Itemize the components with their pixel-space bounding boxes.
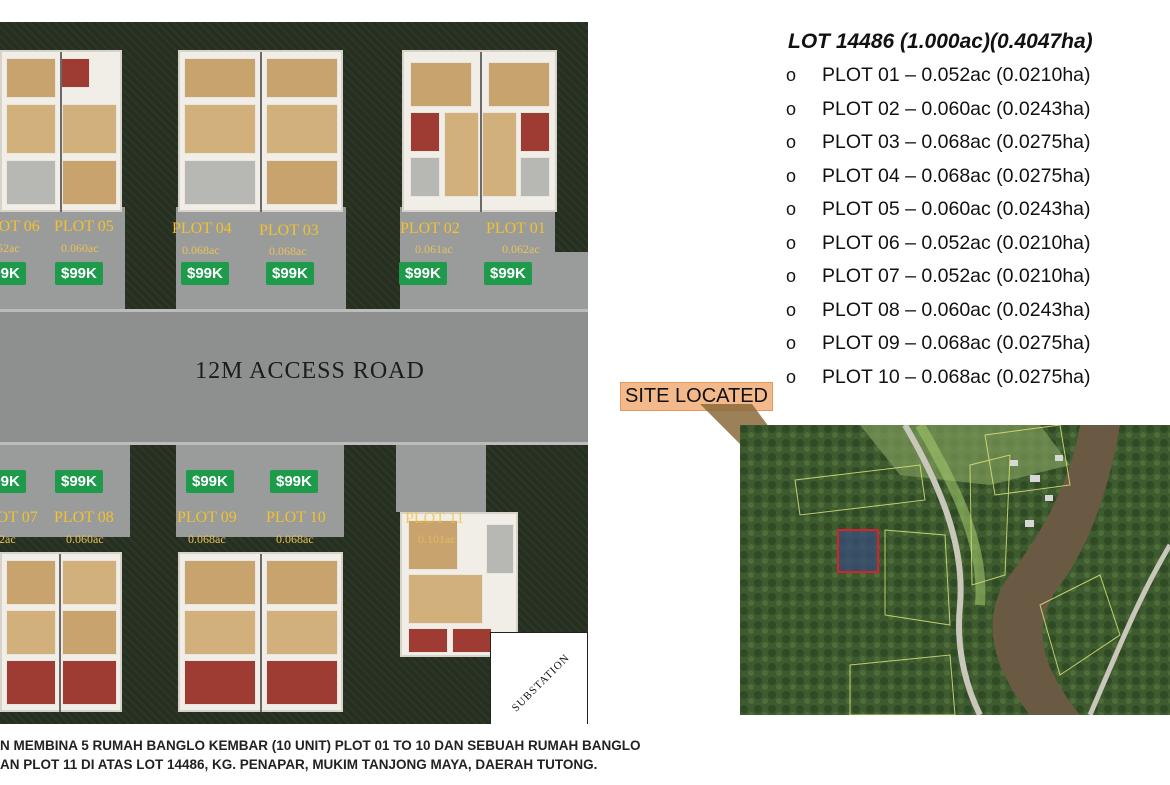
buildings [1010,455,1063,527]
driveway-top-left [0,207,125,312]
plot-01-area: 0.062ac [502,242,540,256]
plot-05-area: 0.060ac [61,241,99,255]
plot-04-area: 0.068ac [182,243,220,257]
house-plot-04-03 [178,50,343,212]
plot-list-text: PLOT 10 – 0.068ac (0.0275ha) [822,365,1091,388]
plot-02-area: 0.061ac [415,242,453,256]
plot-list-text: PLOT 05 – 0.060ac (0.0243ha) [822,198,1091,220]
main-road [902,425,983,715]
plot-01-name: PLOT 01 [486,220,546,237]
substation-label: SUBSTATION [509,651,573,715]
house-plot-09-10 [178,552,343,712]
driveway-bottom-right [396,442,486,512]
plot-02-price: $99K [399,262,447,285]
site-plan: 12M ACCESS ROAD [0,22,588,724]
plot-04-price: $99K [181,262,229,285]
plot-list-item: o PLOT 07 – 0.052ac (0.0210ha) [786,263,1091,297]
bullet-icon: o [786,266,797,286]
plot-06-price: $99K [0,262,26,285]
plot-09-area: 0.068ac [188,532,226,546]
site-located-label: SITE LOCATED [620,382,773,411]
bullet-icon: o [786,98,797,119]
river [992,425,1120,715]
plot-list-text: PLOT 03 – 0.068ac (0.0275ha) [822,131,1091,153]
plot-list-item: o PLOT 10 – 0.068ac (0.0275ha) [786,364,1091,398]
plot-09-name: PLOT 09 [177,509,237,526]
bullet-icon: o [786,232,797,253]
house-plot-07-08 [0,552,122,712]
house-plot-06-05 [0,50,122,212]
plot-list-text: PLOT 04 – 0.068ac (0.0275ha) [822,164,1091,187]
plot-03-area: 0.068ac [269,244,307,258]
plot-03-name: PLOT 03 [259,222,319,239]
lot-title: LOT 14486 (1.000ac)(0.4047ha) [788,30,1093,53]
plot-10-area: 0.068ac [276,532,314,546]
plot-06-area: 0.052ac [0,241,20,255]
plot-03-price: $99K [266,262,314,285]
bullet-icon: o [786,165,797,186]
plot-04-name: PLOT 04 [172,220,232,237]
caption-line-1: N MEMBINA 5 RUMAH BANGLO KEMBAR (10 UNIT… [0,738,641,753]
plot-08-price: $99K [55,470,103,493]
bullet-icon: o [786,299,797,320]
house-plot-02-01 [402,50,557,212]
plot-07-name: PLOT 07 [0,509,38,526]
plot-list-item: o PLOT 08 – 0.060ac (0.0243ha) [786,297,1091,331]
plot-list-item: o PLOT 06 – 0.052ac (0.0210ha) [786,230,1091,264]
access-road [0,312,588,442]
plot-08-area: 0.060ac [66,532,104,546]
plot-07-area: 0.052ac [0,532,16,546]
bullet-icon: o [786,333,797,353]
plot-list-item: o PLOT 03 – 0.068ac (0.0275ha) [786,129,1091,163]
bullet-icon: o [786,65,797,85]
caption-line-2: AN PLOT 11 DI ATAS LOT 14486, KG. PENAPA… [0,757,598,772]
plot-list-item: o PLOT 09 – 0.068ac (0.0275ha) [786,330,1091,364]
driveway-top-mid [176,207,346,312]
side-road [1087,543,1170,715]
road-curb-top [0,309,588,313]
aerial-map [740,425,1170,715]
plot-11-area: 0.101ac [418,532,456,546]
plot-list-text: PLOT 08 – 0.060ac (0.0243ha) [822,298,1091,321]
plot-list-text: PLOT 06 – 0.052ac (0.0210ha) [822,231,1091,254]
plot-list-item: o PLOT 02 – 0.060ac (0.0243ha) [786,96,1091,130]
plot-11-name: PLOT 11 [405,510,465,527]
plot-02-name: PLOT 02 [400,220,460,237]
plot-10-price: $99K [270,470,318,493]
lot-boundaries [794,425,1121,715]
plot-06-name: PLOT 06 [0,218,40,235]
plot-list-item: o PLOT 05 – 0.060ac (0.0243ha) [786,196,1091,230]
road-label: 12M ACCESS ROAD [195,358,425,384]
plot-05-price: $99K [55,262,103,285]
site-marker [837,529,879,573]
plot-10-name: PLOT 10 [266,509,326,526]
plot-07-price: $99K [0,470,26,493]
road-curb-bottom [0,441,588,445]
bullet-icon: o [786,132,797,152]
plot-09-price: $99K [186,470,234,493]
plot-list-text: PLOT 02 – 0.060ac (0.0243ha) [822,97,1091,120]
plot-list-text: PLOT 09 – 0.068ac (0.0275ha) [822,332,1091,354]
plot-01-price: $99K [484,262,532,285]
project-caption: N MEMBINA 5 RUMAH BANGLO KEMBAR (10 UNIT… [0,736,760,774]
plot-list-item: o PLOT 04 – 0.068ac (0.0275ha) [786,163,1091,197]
bullet-icon: o [786,199,797,219]
bullet-icon: o [786,366,797,387]
plot-05-name: PLOT 05 [54,218,114,235]
plot-list-text: PLOT 01 – 0.052ac (0.0210ha) [822,64,1091,86]
plot-list-text: PLOT 07 – 0.052ac (0.0210ha) [822,265,1091,287]
substation: SUBSTATION [490,632,588,724]
plot-list-item: o PLOT 01 – 0.052ac (0.0210ha) [786,62,1091,96]
plot-08-name: PLOT 08 [54,509,114,526]
